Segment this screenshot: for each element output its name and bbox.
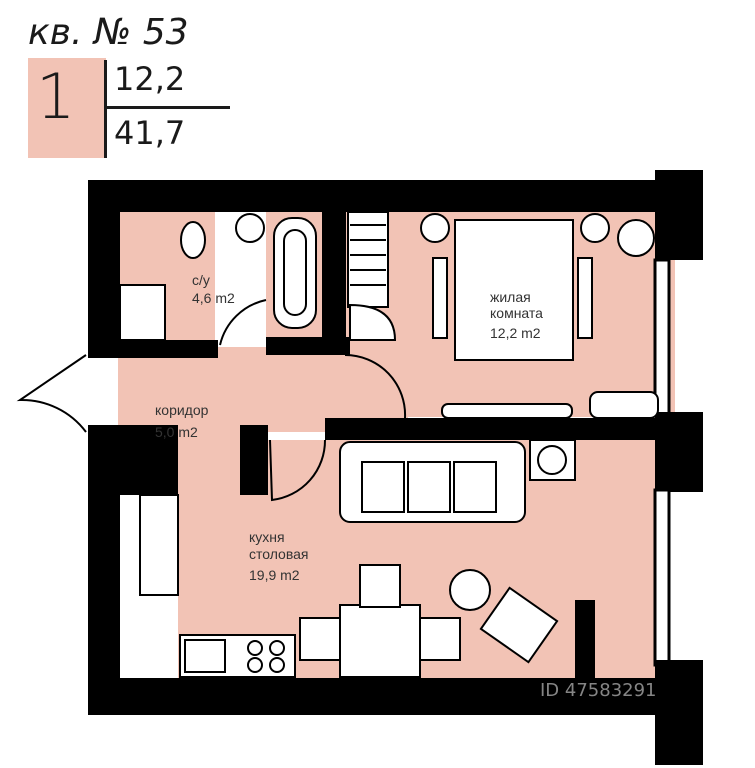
bathroom-door <box>219 299 267 346</box>
shelf-icon <box>349 303 397 341</box>
doors <box>16 299 407 502</box>
entrance-door <box>16 354 87 433</box>
living-furniture <box>347 211 659 419</box>
living-area-value: 12,2 <box>114 60 186 98</box>
round-table-icon <box>449 569 491 611</box>
nightstand-lamp-icon <box>420 213 450 243</box>
nightstand-lamp-icon <box>580 213 610 243</box>
sink-icon <box>235 213 265 243</box>
room-labels: с/у 4,6 m2 жилая комната 12,2 m2 коридор… <box>155 272 543 583</box>
bathroom-fixtures <box>180 213 317 329</box>
room-count-box <box>28 58 106 158</box>
living-name-1: жилая <box>490 289 531 305</box>
armchair-icon <box>479 586 559 664</box>
living-name-2: комната <box>490 305 543 321</box>
room-count: 1 <box>36 60 76 133</box>
divider-vertical <box>104 60 107 158</box>
kitchen-furniture <box>179 439 576 678</box>
kitchen-name-2: столовая <box>249 546 309 562</box>
bathroom-area: 4,6 m2 <box>192 290 235 306</box>
total-area-value: 41,7 <box>114 114 186 152</box>
apartment-title: кв. № 53 <box>28 12 189 53</box>
stove-icon <box>247 640 263 656</box>
chair-icon <box>419 617 461 661</box>
watermark: ID 47583291 <box>540 680 657 701</box>
kitchen-sink-icon <box>184 639 226 673</box>
kitchen-door <box>269 439 327 502</box>
tv-stand-icon <box>441 403 573 419</box>
bed-icon <box>454 219 574 361</box>
corridor-name: коридор <box>155 402 209 418</box>
kitchen-name-1: кухня <box>249 529 285 545</box>
living-room-door <box>344 353 407 419</box>
dining-table-icon <box>339 604 421 678</box>
living-area: 12,2 m2 <box>490 325 541 341</box>
armchair-lamp-icon <box>617 219 655 257</box>
kitchen-area: 19,9 m2 <box>249 567 300 583</box>
wardrobe-icon <box>432 257 448 339</box>
chair-icon <box>299 617 341 661</box>
chair-icon <box>359 564 401 608</box>
divider-horizontal <box>104 106 230 109</box>
dresser-icon <box>589 391 659 419</box>
walls <box>88 170 703 765</box>
toilet-icon <box>180 221 206 259</box>
bathroom-name: с/у <box>192 272 210 288</box>
corridor-area: 5,0 m2 <box>155 424 198 440</box>
radiator-icon <box>347 211 389 308</box>
